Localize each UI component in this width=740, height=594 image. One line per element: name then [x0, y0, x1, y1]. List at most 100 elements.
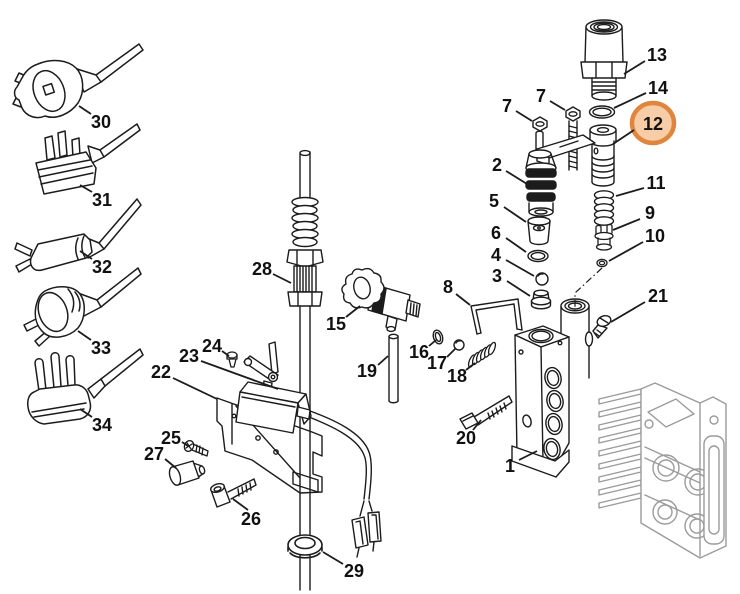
- part-callout-20[interactable]: 20: [456, 428, 476, 448]
- part-callout-23[interactable]: 23: [179, 346, 199, 366]
- housing-1-drawing: [511, 298, 594, 478]
- poppet-9-drawing: [594, 223, 614, 251]
- bolt-26-drawing: [210, 478, 257, 508]
- leader-line-8: [455, 293, 471, 306]
- leader-line-6: [505, 237, 527, 253]
- u-pin-8-drawing: [470, 298, 523, 335]
- leader-line-27: [164, 458, 177, 469]
- spring-18-drawing: [467, 341, 497, 368]
- ball-4-drawing: [535, 272, 549, 286]
- part-callout-7b[interactable]: 7: [536, 86, 546, 106]
- sleeve-12-drawing: [589, 124, 617, 187]
- leader-line-13: [623, 60, 646, 75]
- part-callout-17[interactable]: 17: [427, 353, 447, 373]
- o-ring-14-drawing: [588, 105, 616, 119]
- leader-line-23: [200, 360, 279, 390]
- part-callout-7a[interactable]: 7: [502, 96, 512, 116]
- part-callout-5[interactable]: 5: [489, 191, 499, 211]
- nut-7b-drawing: [565, 106, 581, 122]
- part-callout-9[interactable]: 9: [645, 203, 655, 223]
- plug-30-eu-drawing: [12, 43, 144, 119]
- part-callout-18[interactable]: 18: [447, 366, 467, 386]
- plug-27-drawing: [168, 460, 206, 486]
- leader-line-25: [181, 441, 189, 447]
- leader-line-7a: [515, 110, 533, 122]
- leader-line-34: [79, 408, 93, 418]
- part-callout-22[interactable]: 22: [151, 362, 171, 382]
- nut-7a-drawing: [532, 116, 548, 132]
- leader-line-16: [428, 339, 437, 347]
- leader-line-2: [505, 170, 528, 185]
- piston-2-assembly-drawing: [525, 106, 596, 217]
- part-callout-26[interactable]: 26: [241, 509, 261, 529]
- leader-line-22: [172, 377, 218, 400]
- ball-17-drawing: [453, 339, 465, 351]
- leader-line-29: [322, 551, 344, 565]
- spring-11-drawing: [593, 190, 615, 226]
- part-callout-13[interactable]: 13: [647, 45, 667, 65]
- leader-line-30: [78, 105, 92, 115]
- part-callout-11[interactable]: 11: [646, 173, 665, 193]
- leader-line-10: [608, 241, 644, 262]
- part-callout-2[interactable]: 2: [492, 155, 502, 175]
- plug-33-us-drawing: [23, 267, 142, 347]
- leader-line-18: [465, 362, 476, 371]
- tube-19-drawing: [388, 333, 399, 404]
- part-callout-10[interactable]: 10: [645, 226, 665, 246]
- plug-32-au-drawing: [14, 198, 142, 273]
- part-callout-32[interactable]: 32: [92, 257, 112, 277]
- part-callout-1[interactable]: 1: [505, 456, 515, 476]
- pump-head-ghost-drawing: [598, 382, 727, 559]
- part-callout-12[interactable]: 12: [643, 114, 663, 134]
- highlight-ring-selected-part: [629, 100, 677, 146]
- leader-line-3: [506, 280, 531, 297]
- leader-line-24: [221, 350, 230, 357]
- leader-line-21: [610, 301, 646, 323]
- part-callout-28[interactable]: 28: [252, 259, 272, 279]
- axis-dash-line: [574, 267, 603, 312]
- part-callout-31[interactable]: 31: [92, 190, 112, 210]
- part-callout-3[interactable]: 3: [492, 266, 502, 286]
- part-callout-25[interactable]: 25: [161, 428, 181, 448]
- part-callout-33[interactable]: 33: [91, 338, 111, 358]
- part-callout-21[interactable]: 21: [648, 286, 668, 306]
- leader-line-20: [472, 419, 482, 431]
- leader-line-31: [79, 184, 93, 193]
- hose-28-assembly-drawing: [286, 149, 324, 591]
- leader-line-32: [79, 250, 93, 260]
- switch-cable-drawing: [308, 410, 382, 558]
- leader-line-33: [77, 330, 92, 341]
- screw-25-drawing: [183, 440, 209, 457]
- part-callout-14[interactable]: 14: [648, 78, 668, 98]
- leader-line-5: [503, 206, 527, 223]
- part-callout-34[interactable]: 34: [92, 415, 112, 435]
- part-callout-27[interactable]: 27: [144, 444, 164, 464]
- part-callout-8[interactable]: 8: [443, 277, 453, 297]
- leader-line-15: [345, 305, 361, 318]
- leader-line-7b: [549, 100, 566, 111]
- valve-15-drawing: [341, 267, 421, 333]
- part-callout-30[interactable]: 30: [91, 112, 111, 132]
- o-ring-6-drawing: [527, 249, 549, 263]
- grommet-29-drawing: [287, 534, 323, 559]
- seat-3-drawing: [530, 289, 552, 310]
- leader-line-12: [612, 129, 635, 145]
- part-callout-16[interactable]: 16: [409, 342, 429, 362]
- part-callout-24[interactable]: 24: [202, 336, 222, 356]
- plug-34-sa-drawing: [27, 348, 144, 425]
- part-callout-29[interactable]: 29: [344, 561, 364, 581]
- cup-5-drawing: [527, 216, 551, 246]
- part-callout-6[interactable]: 6: [491, 223, 501, 243]
- leader-line-4: [505, 259, 535, 277]
- part-callout-19[interactable]: 19: [357, 361, 377, 381]
- o-ring-10-drawing: [596, 258, 608, 268]
- plug-31-uk-drawing: [35, 123, 141, 195]
- screw-24-drawing: [226, 351, 238, 368]
- micro-switch-23-drawing: [235, 341, 312, 434]
- part-callout-15[interactable]: 15: [326, 314, 346, 334]
- part-callout-4[interactable]: 4: [491, 245, 501, 265]
- leader-line-9: [612, 218, 641, 231]
- leader-line-1: [518, 450, 538, 461]
